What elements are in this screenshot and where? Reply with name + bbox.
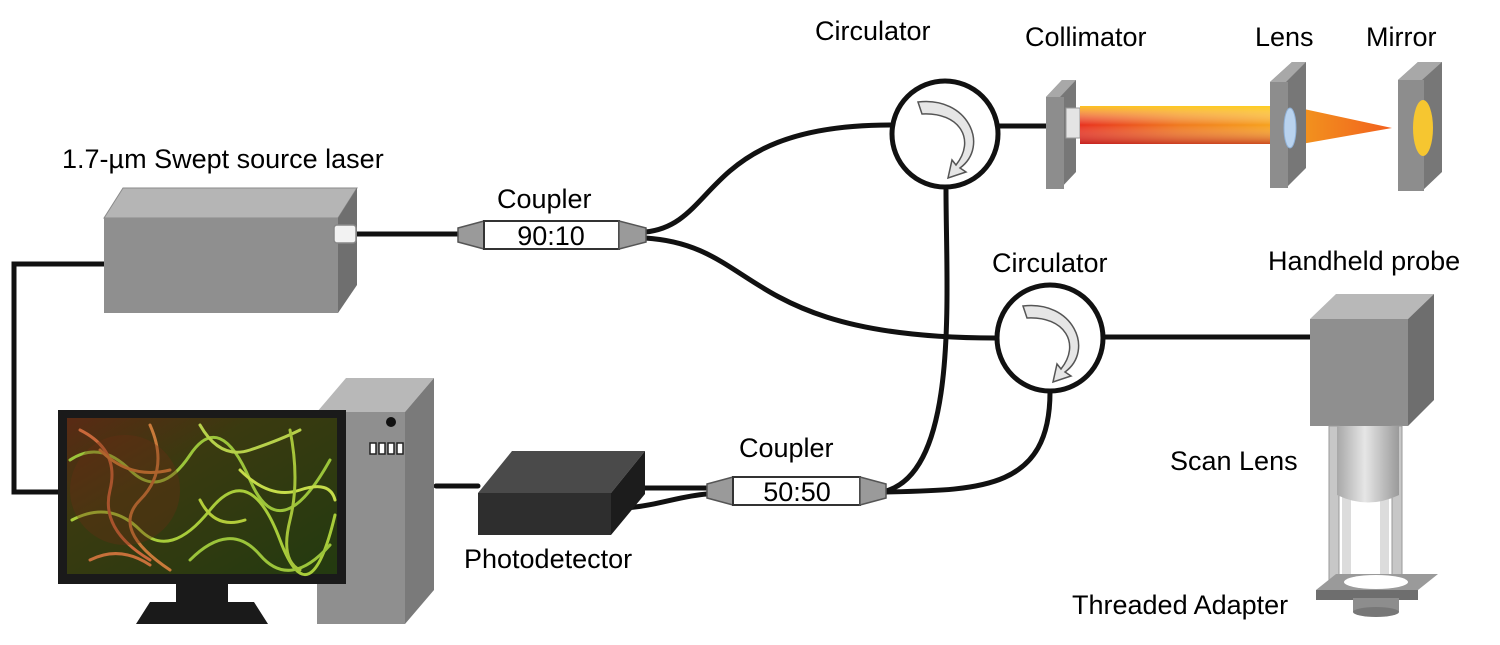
collimator: Collimator (1025, 22, 1147, 189)
fiber-coupler1-to-circulator2 (642, 235, 998, 341)
coupler-90-10: Coupler 90:10 (457, 184, 647, 251)
coupler2-ratio: 50:50 (763, 477, 831, 507)
scan-lens-label: Scan Lens (1170, 446, 1298, 476)
collimator-label: Collimator (1025, 22, 1147, 52)
laser-output-port (333, 224, 357, 244)
fiber-coupler1-to-circulator1 (642, 122, 893, 235)
vessel-pattern (68, 423, 337, 576)
coupler2-title: Coupler (739, 433, 834, 463)
lens-label: Lens (1255, 22, 1314, 52)
usb-ports-icon (369, 442, 404, 455)
lens: Lens (1255, 22, 1314, 188)
fiber-coupler2-to-photodetector-b (623, 491, 710, 511)
scan-lens (1337, 426, 1399, 503)
circulator2-arrow-icon (1021, 304, 1080, 384)
mirror: Mirror (1366, 22, 1442, 191)
photodetector: Photodetector (464, 451, 645, 574)
coupler1-ratio: 90:10 (517, 221, 585, 251)
monitor (58, 410, 346, 624)
circulator1-label: Circulator (815, 16, 931, 46)
circulator-2: Circulator (992, 248, 1108, 394)
circulator2-label: Circulator (992, 248, 1108, 278)
coupler1-title: Coupler (497, 184, 592, 214)
laser-label: 1.7-µm Swept source laser (62, 144, 384, 174)
fiber-network (11, 122, 1313, 511)
circulator-1: Circulator (815, 16, 1001, 190)
mirror-label: Mirror (1366, 22, 1436, 52)
handheld-probe-label: Handheld probe (1268, 246, 1460, 276)
fiber-circulator2-to-coupler2 (883, 389, 1053, 495)
handheld-probe: Handheld probe Scan Lens Threaded Adapte… (1072, 246, 1460, 620)
coupler-50-50: Coupler 50:50 (706, 433, 887, 507)
laser-beam (1080, 106, 1392, 146)
power-button-icon (386, 417, 396, 427)
cable-laser-to-monitor (11, 261, 107, 495)
fiber-circulator1-to-coupler2 (883, 187, 950, 494)
swept-source-laser: 1.7-µm Swept source laser (62, 144, 384, 313)
threaded-adapter-label: Threaded Adapter (1072, 590, 1288, 620)
photodetector-label: Photodetector (464, 544, 632, 574)
circulator1-arrow-icon (916, 100, 975, 180)
